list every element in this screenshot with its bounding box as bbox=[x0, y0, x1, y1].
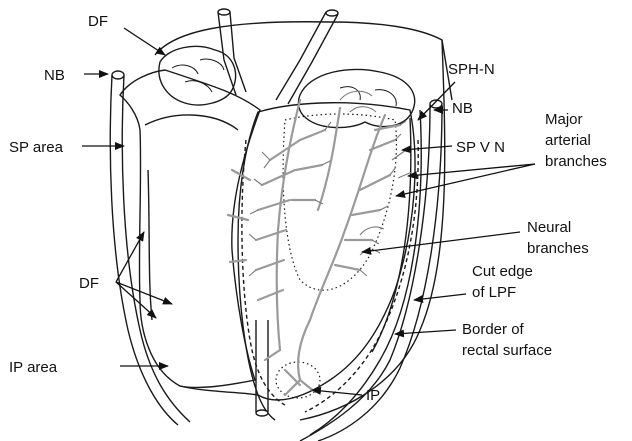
leader-df-top bbox=[124, 28, 165, 55]
leader-df-mid-2 bbox=[116, 282, 172, 304]
leader-major-arterial-1 bbox=[396, 164, 535, 196]
arterial-branches bbox=[228, 100, 400, 395]
df-bulge bbox=[145, 115, 238, 320]
nb-left-tube bbox=[110, 75, 190, 425]
label-neural-line-2: branches bbox=[527, 240, 589, 257]
label-border-line-2: rectal surface bbox=[462, 342, 552, 359]
leader-cut-edge bbox=[414, 294, 466, 300]
label-cut-edge-line-1: Cut edge bbox=[472, 263, 533, 280]
leader-sph-n bbox=[418, 82, 455, 120]
label-sp-area: SP area bbox=[9, 139, 64, 156]
rectal-mass bbox=[238, 103, 415, 400]
label-sp-v-n: SP V N bbox=[456, 139, 505, 156]
labels: DF NB SP area DF IP area SPH-N NB SP V N… bbox=[9, 13, 607, 404]
label-neural-line-1: Neural bbox=[527, 219, 571, 236]
label-df-top: DF bbox=[88, 13, 108, 30]
label-cut-edge-line-2: of LPF bbox=[472, 284, 516, 301]
leader-ip bbox=[312, 390, 362, 395]
fat-lobule-top bbox=[159, 46, 236, 104]
top-tube-right bbox=[276, 12, 338, 104]
sp-area-sheet bbox=[120, 70, 260, 387]
label-major-line-2: arterial bbox=[545, 132, 591, 149]
label-ip-area: IP area bbox=[9, 359, 58, 376]
label-df-mid: DF bbox=[79, 275, 99, 292]
label-sph-n: SPH-N bbox=[448, 61, 495, 78]
label-major-arterial-branches: Major arterial branches bbox=[545, 111, 607, 170]
label-cut-edge-lpf: Cut edge of LPF bbox=[472, 263, 537, 301]
vessel-tubes bbox=[110, 9, 442, 441]
bowel-loop bbox=[298, 69, 414, 127]
leader-major-arterial-2 bbox=[408, 164, 535, 176]
label-nb-left: NB bbox=[44, 67, 65, 84]
label-border-rectal-surface: Border of rectal surface bbox=[462, 321, 552, 359]
label-ip: IP bbox=[366, 387, 380, 404]
leader-border-rectal bbox=[395, 330, 456, 334]
label-major-line-3: branches bbox=[545, 153, 607, 170]
label-border-line-1: Border of bbox=[462, 321, 525, 338]
right-outer-edge bbox=[300, 40, 445, 420]
label-nb-right: NB bbox=[452, 100, 473, 117]
label-neural-branches: Neural branches bbox=[527, 219, 589, 257]
label-major-line-1: Major bbox=[545, 111, 583, 128]
